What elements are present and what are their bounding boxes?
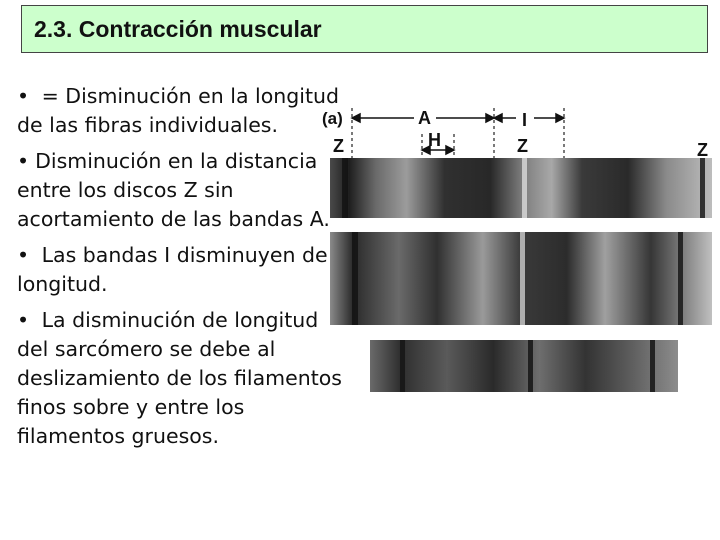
measurement-arrows — [350, 112, 566, 156]
label-h-zone: H — [428, 130, 441, 150]
bullet-text: La disminución de longitud del sarcómero… — [17, 308, 342, 448]
bullet-item-sliding-filaments: • La disminución de longitud del sarcóme… — [17, 306, 347, 451]
page-title: 2.3. Contracción muscular — [34, 16, 322, 42]
label-z-left: Z — [333, 136, 344, 156]
bullet-marker: • — [17, 243, 30, 267]
panel-label: (a) — [322, 109, 343, 128]
bullet-marker: • — [17, 84, 30, 108]
bullet-list: • = Disminución en la longitud de las fi… — [17, 82, 347, 458]
label-a-band: A — [418, 108, 431, 128]
bullet-text: = Disminución en la longitud de las fibr… — [17, 84, 340, 137]
title-box: 2.3. Contracción muscular — [21, 5, 708, 53]
label-z-right: Z — [697, 140, 708, 160]
bullet-item-fiber-length: • = Disminución en la longitud de las fi… — [17, 82, 347, 140]
bullet-marker: • — [17, 308, 30, 332]
bullet-text: Las bandas I disminuyen de longitud. — [17, 243, 328, 296]
micrograph-strip-relaxed — [330, 158, 712, 218]
micrograph-strip-partially-contracted — [330, 232, 712, 325]
label-z-middle: Z — [517, 136, 528, 156]
bullet-marker: • — [17, 149, 30, 173]
micrograph-strip-contracted — [370, 340, 678, 392]
bullet-text: Disminución en la distancia entre los di… — [17, 149, 330, 231]
bullet-item-z-distance: •Disminución en la distancia entre los d… — [17, 147, 347, 234]
label-i-band: I — [522, 110, 527, 130]
bullet-item-i-bands: • Las bandas I disminuyen de longitud. — [17, 241, 347, 299]
band-boundary-lines — [351, 108, 565, 160]
